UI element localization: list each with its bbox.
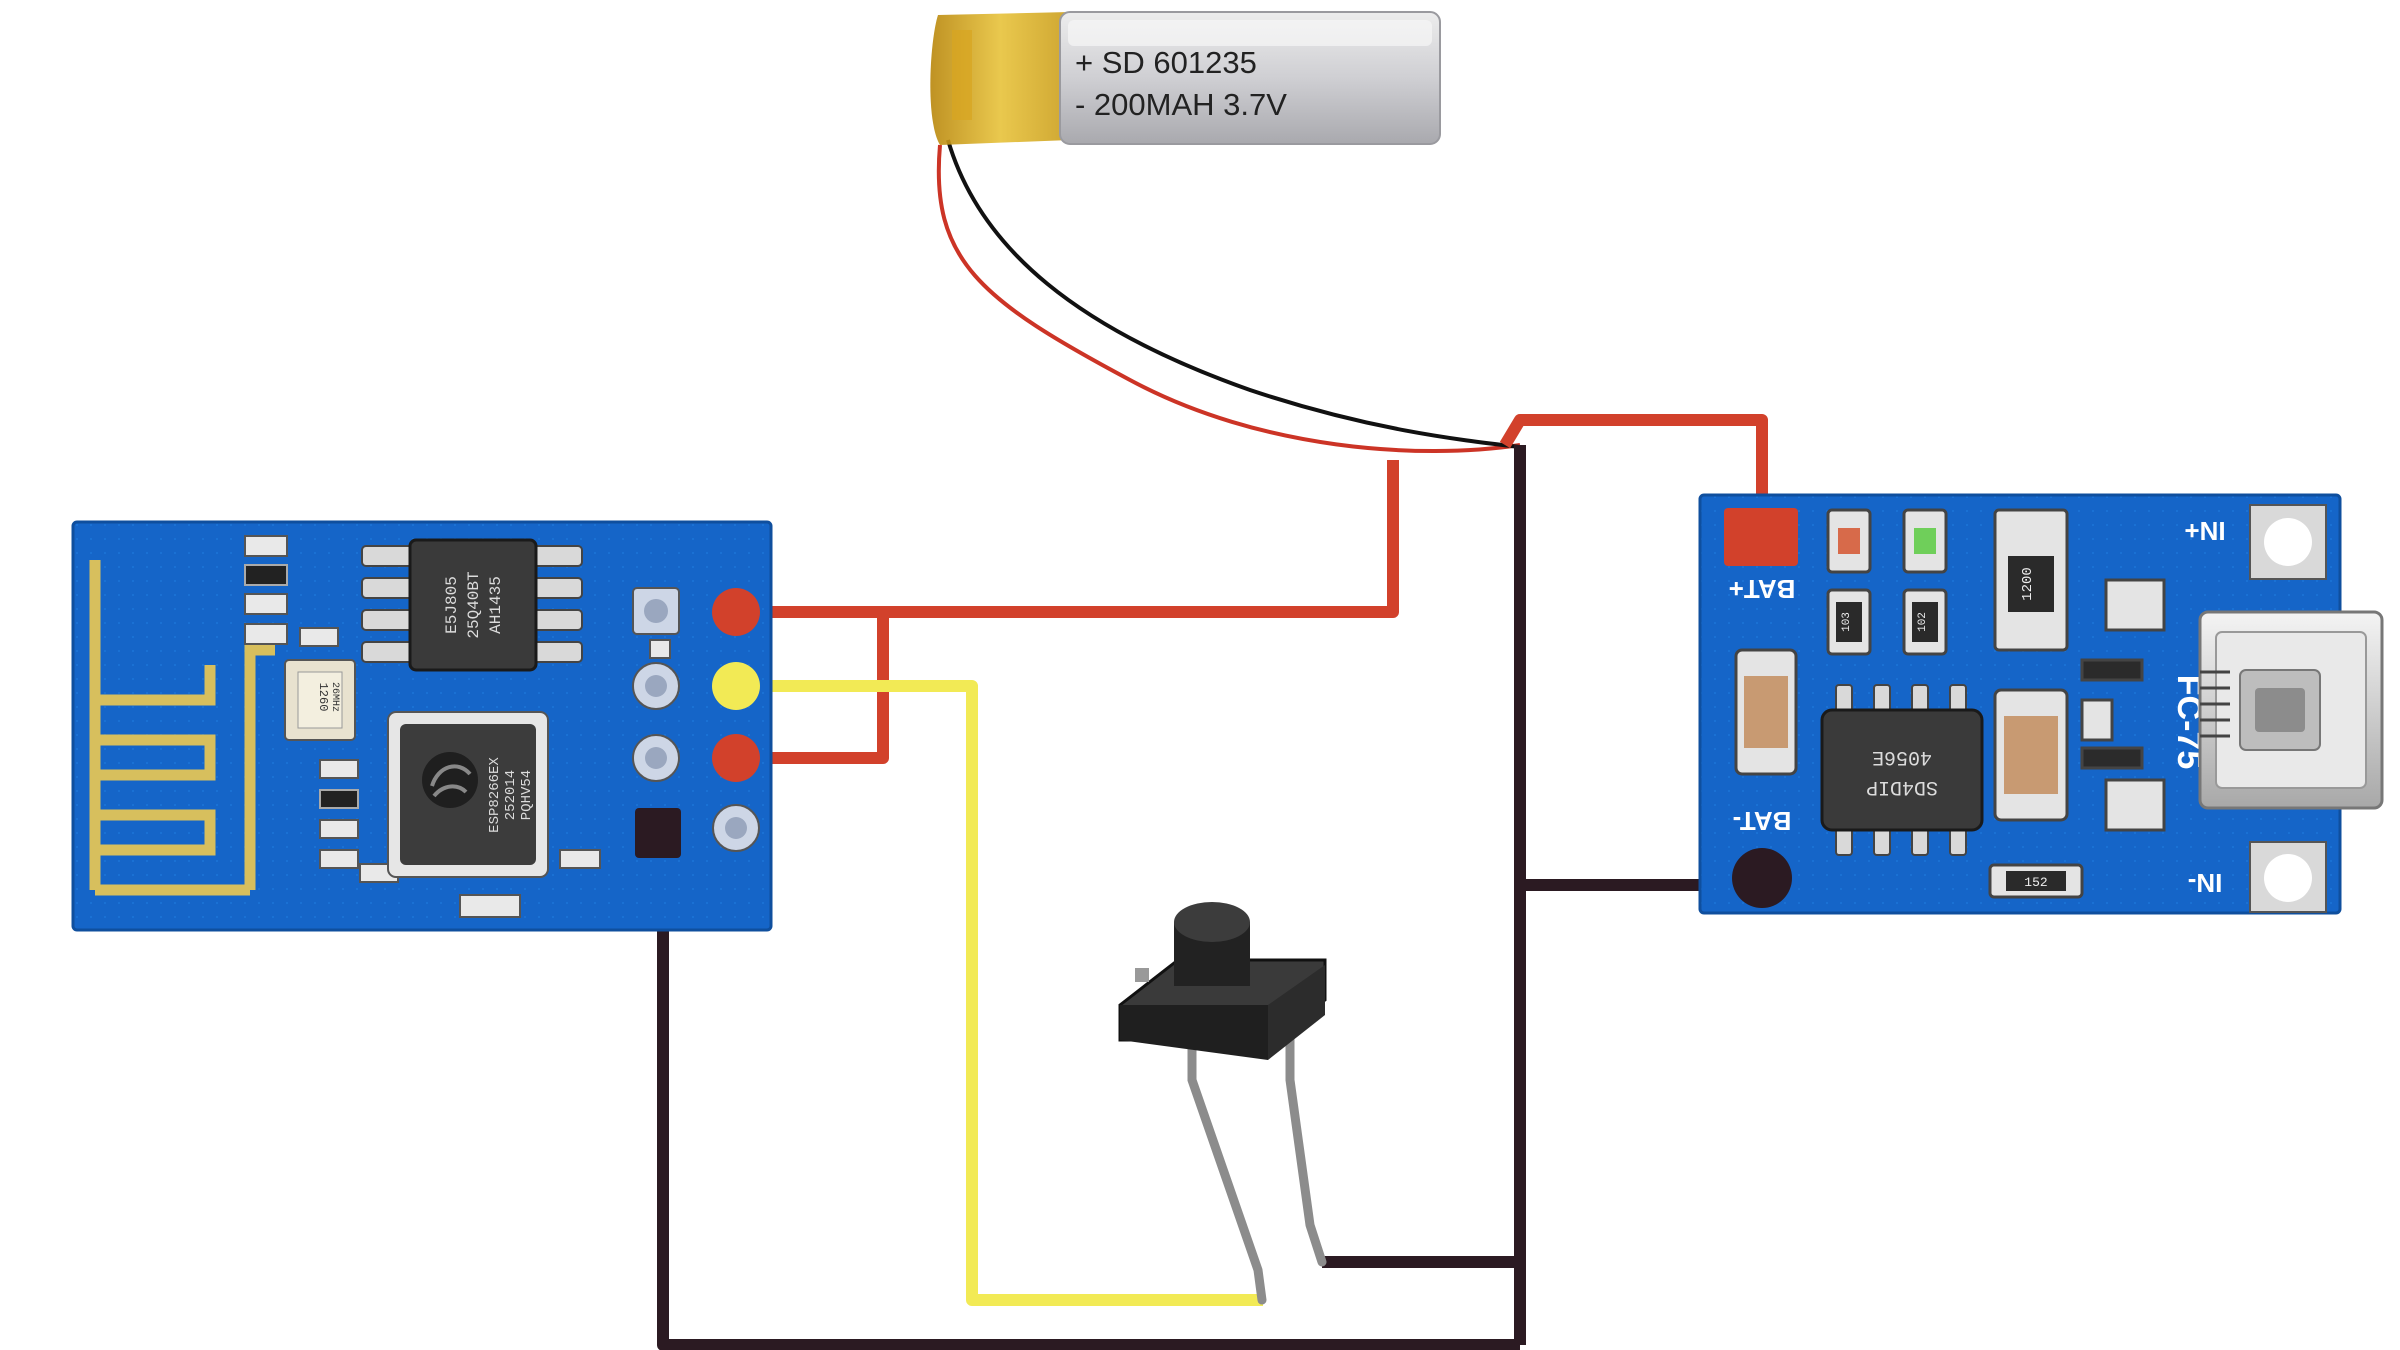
battery-red-lead [936, 144, 1521, 453]
svg-text:103: 103 [1841, 612, 1853, 632]
button-actuator [1174, 902, 1250, 942]
svg-text:ESP8266EX: ESP8266EX [487, 757, 503, 833]
label-in-plus: IN+ [2184, 516, 2225, 546]
button-leg-left [1187, 1025, 1267, 1305]
tactile-push-button [1118, 902, 1327, 1305]
esp-crystal: 1260 26MHz [284, 659, 356, 741]
svg-text:152: 152 [2024, 875, 2047, 890]
esp-header-pins [632, 587, 760, 858]
svg-text:4056E: 4056E [1872, 745, 1932, 768]
red-wire-to-esp-vcc [736, 460, 1399, 618]
esp-smd-components [244, 535, 671, 918]
battery-label-line1: + SD 601235 [1075, 45, 1257, 80]
svg-text:25Q40BT: 25Q40BT [465, 571, 483, 638]
yellow-wire-rst-to-button [736, 680, 1263, 1306]
svg-text:AH1435: AH1435 [487, 576, 505, 634]
pad-bat-plus [1724, 508, 1798, 566]
svg-text:1260: 1260 [316, 683, 330, 712]
svg-text:1200: 1200 [2020, 567, 2036, 601]
charger-capacitors [1734, 648, 2069, 822]
charger-small-pads [2080, 578, 2166, 832]
red-wire-to-bat-plus [1499, 414, 1768, 525]
battery-black-lead [946, 139, 1521, 449]
esp-pin-gnd-wired [635, 808, 681, 858]
pad-bat-minus [1732, 848, 1792, 908]
svg-text:PQHV54: PQHV54 [519, 770, 535, 820]
svg-text:E5J805: E5J805 [443, 576, 461, 634]
label-bat-plus: BAT+ [1729, 574, 1796, 604]
label-bat-minus: BAT- [1733, 806, 1792, 836]
esp01-module: 1260 26MHz AH1435 25Q40BT E5J805 [71, 520, 773, 932]
svg-text:26MHz: 26MHz [329, 682, 340, 712]
esp-main-chip: ESP8266EX 252014 PQHV54 [387, 711, 549, 878]
esp-pin-vcc [712, 588, 760, 636]
esp-pin-rst [712, 662, 760, 710]
charger-chip: 4056E SD4DIP [1820, 684, 1984, 856]
battery-label-line2: - 200MAH 3.7V [1075, 87, 1287, 122]
svg-text:SD4DIP: SD4DIP [1866, 775, 1938, 798]
micro-usb-connector [2198, 610, 2384, 810]
button-leg-right [1285, 1025, 1327, 1267]
label-in-minus: IN- [2188, 868, 2223, 898]
charger-leds [1826, 508, 1948, 574]
red-wire-to-esp-chpd [736, 612, 889, 764]
esp-pin-chpd [712, 734, 760, 782]
battery-tab [930, 12, 1070, 145]
esp-flash-chip: AH1435 25Q40BT E5J805 [361, 538, 583, 672]
wires [657, 139, 1770, 1350]
svg-text:252014: 252014 [503, 770, 519, 820]
charger-resistors: 103 102 1200 152 [1826, 508, 2084, 899]
esp-antenna-trace [89, 560, 275, 896]
black-wire-esp-gnd [657, 828, 1520, 1350]
tp4056-charger-module: BAT+ BAT- IN+ IN- 103 102 12 [1698, 493, 2384, 915]
svg-text:102: 102 [1917, 612, 1929, 632]
lipo-battery: + SD 601235 - 200MAH 3.7V [930, 11, 1441, 145]
